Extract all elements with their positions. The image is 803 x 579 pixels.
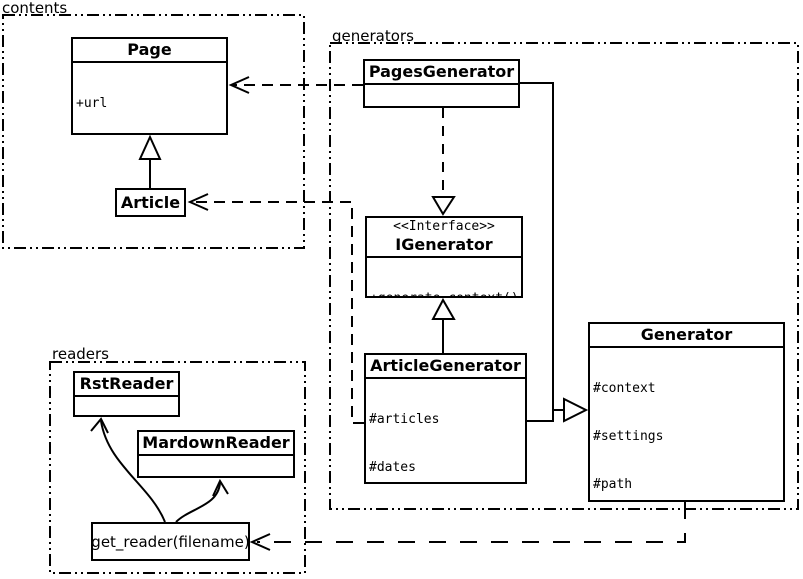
class-methods-mardownreader: +read(): [139, 456, 293, 476]
class-attributes-articlegenerator: #articles #dates #tags #categories: [366, 379, 525, 482]
class-name-text-igenerator: IGenerator: [395, 235, 493, 254]
class-name-igenerator: <<Interface>> IGenerator: [367, 218, 521, 258]
class-name-mardownreader: MardownReader: [139, 432, 293, 456]
class-box-article: Article: [115, 188, 186, 217]
arrow-getreader-to-mardownreader: [175, 478, 229, 523]
class-name-page: Page: [73, 39, 226, 63]
dependency-arrow-generator-to-getreader: [249, 502, 686, 551]
package-label-readers: readers: [52, 345, 109, 363]
class-box-mardownreader: MardownReader +read(): [137, 430, 295, 478]
method-row: +generate_context(): [370, 291, 519, 296]
package-label-contents: contents: [2, 0, 68, 17]
class-methods-igenerator: +generate_context() +generate_output(): [367, 258, 521, 296]
class-name-article: Article: [120, 192, 181, 212]
class-box-igenerator: <<Interface>> IGenerator +generate_conte…: [365, 216, 523, 298]
class-name-generator: Generator: [590, 324, 783, 348]
class-box-pagesgenerator: PagesGenerator #pages: [363, 59, 520, 108]
dependency-arrow-pagesgenerator-to-page: [228, 76, 363, 94]
function-node-label: get_reader(filename): [91, 532, 250, 551]
class-methods-rstreader: +read(): [75, 397, 178, 415]
class-attributes-page: +url +slug +summary: [73, 63, 226, 133]
attribute-row: #path: [593, 477, 633, 492]
attribute-row: #context: [593, 381, 656, 396]
attribute-row: #dates: [369, 460, 416, 475]
function-node-get-reader: get_reader(filename): [91, 522, 250, 561]
class-box-page: Page +url +slug +summary +check_properti…: [71, 37, 228, 135]
class-name-pagesgenerator: PagesGenerator: [365, 61, 518, 85]
class-box-generator: Generator #context #settings #path #them…: [588, 322, 785, 502]
class-stereotype-igenerator: <<Interface>>: [393, 219, 495, 234]
realization-arrow-pagesgenerator-to-igenerator: [431, 108, 456, 216]
class-name-rstreader: RstReader: [75, 373, 178, 397]
inheritance-arrow-article-to-page: [138, 134, 162, 188]
class-attributes-generator: #context #settings #path #theme #output_…: [590, 348, 783, 500]
package-border-contents: [2, 14, 305, 249]
class-box-articlegenerator: ArticleGenerator #articles #dates #tags …: [364, 353, 527, 484]
attribute-row: #settings: [593, 429, 664, 444]
inheritance-arrow-generators-to-generator: [520, 82, 589, 423]
class-name-articlegenerator: ArticleGenerator: [366, 355, 525, 379]
class-attributes-pagesgenerator: #pages: [365, 85, 518, 106]
attribute-row: +url: [76, 96, 108, 111]
class-box-rstreader: RstReader +read(): [73, 371, 180, 417]
package-label-generators: generators: [332, 27, 414, 45]
package-border-readers: [49, 361, 306, 574]
package-border-generators: [329, 42, 799, 510]
attribute-row: #articles: [369, 412, 440, 427]
arrow-getreader-to-rstreader: [90, 417, 166, 523]
dependency-arrow-articlegenerator-to-article: [187, 193, 364, 424]
realization-arrow-articlegenerator-to-igenerator: [431, 297, 456, 353]
